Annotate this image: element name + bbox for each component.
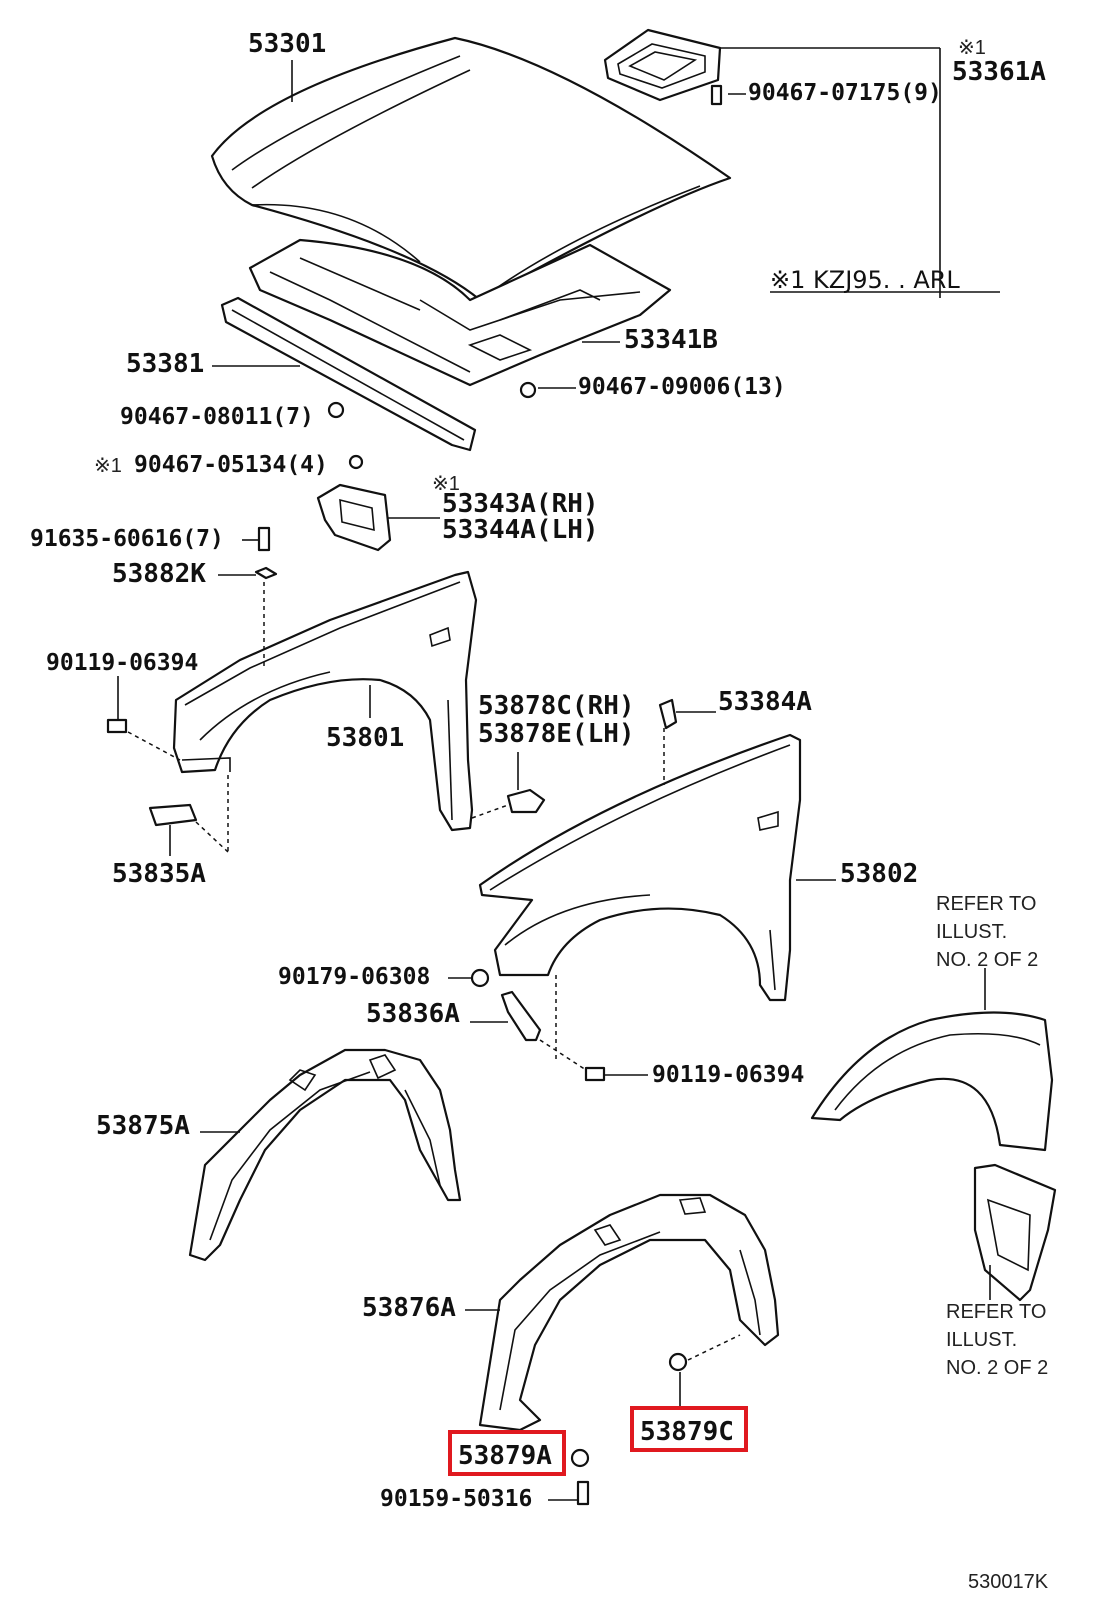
fender-liner-53875a-part[interactable]: [188, 1048, 462, 1262]
screw-icon: [576, 1480, 590, 1506]
highlight-box-53879c: [630, 1406, 748, 1452]
dashed-assembly-lines: [127, 582, 741, 1361]
document-code: 530017K: [968, 1571, 1049, 1593]
label-53801: 53801: [326, 723, 404, 753]
label-53343a-star: ※1: [432, 473, 460, 495]
label-53361a: 53361A: [952, 57, 1046, 87]
refer-top-line3: NO. 2 OF 2: [936, 949, 1038, 971]
label-53836a: 53836A: [366, 999, 460, 1029]
label-53361a-star: ※1: [958, 37, 986, 59]
hood-seal-part[interactable]: [220, 296, 477, 452]
label-90467-09006: 90467-09006(13): [578, 374, 786, 400]
clip-icon: [668, 1352, 688, 1372]
fender-clip-53384a-part[interactable]: [658, 698, 678, 730]
label-53879a[interactable]: 53879A: [458, 1441, 552, 1471]
fender-bracket-53836a-part[interactable]: [500, 990, 542, 1042]
label-53301: 53301: [248, 29, 326, 59]
label-90467-05134: 90467-05134(4): [134, 452, 328, 478]
refer-bottom-line3: NO. 2 OF 2: [946, 1357, 1048, 1379]
label-91635-60616: 91635-60616(7): [30, 526, 224, 552]
highlight-box-53879a: [448, 1430, 566, 1476]
label-53835a: 53835A: [112, 859, 206, 889]
label-53343a: 53343A(RH): [442, 489, 599, 519]
label-90159-50316: 90159-50316: [380, 1486, 532, 1512]
hood-scoop-part[interactable]: [603, 28, 722, 102]
label-90467-07175: 90467-07175(9): [748, 80, 942, 106]
refer-top-line2: ILLUST.: [936, 921, 1007, 943]
fastener-icons: [106, 84, 723, 1506]
front-fender-lh-part[interactable]: [172, 570, 478, 832]
label-53882k: 53882K: [112, 559, 206, 589]
nut-icon: [470, 968, 490, 988]
fender-clip-53878c-part[interactable]: [506, 788, 546, 814]
label-53876a: 53876A: [362, 1293, 456, 1323]
label-53344a: 53344A(LH): [442, 515, 599, 545]
label-53384a: 53384A: [718, 687, 812, 717]
hood-hinge-bracket-part[interactable]: [316, 483, 392, 552]
label-90467-05134-star: ※1: [94, 455, 122, 477]
star-note: ※1 KZJ95. . ARL: [770, 266, 960, 294]
mudflap-part[interactable]: [973, 1163, 1057, 1302]
label-53878e: 53878E(LH): [478, 719, 635, 749]
clip-icon: [327, 401, 345, 419]
label-53878c: 53878C(RH): [478, 691, 635, 721]
clip-icon: [348, 454, 364, 470]
label-53879c[interactable]: 53879C: [640, 1417, 734, 1447]
bolt-icon: [106, 718, 128, 734]
label-90179-06308: 90179-06308: [278, 964, 430, 990]
washer-icon: [254, 566, 278, 580]
label-90467-08011: 90467-08011(7): [120, 404, 314, 430]
clip-icon: [519, 381, 537, 399]
label-90119-06394-b: 90119-06394: [652, 1062, 804, 1088]
clip-icon: [570, 1448, 590, 1468]
fender-bracket-53835a-part[interactable]: [148, 803, 198, 827]
leader-lines: [117, 47, 1000, 1501]
label-90119-06394-a: 90119-06394: [46, 650, 198, 676]
label-53341b: 53341B: [624, 325, 718, 355]
refer-top-line1: REFER TO: [936, 893, 1036, 915]
screw-icon: [710, 84, 723, 106]
refer-bottom-line2: ILLUST.: [946, 1329, 1017, 1351]
screw-icon: [257, 526, 271, 552]
label-53802: 53802: [840, 859, 918, 889]
label-53875a: 53875A: [96, 1111, 190, 1141]
label-53381: 53381: [126, 349, 204, 379]
front-fender-rh-part[interactable]: [478, 733, 802, 1002]
bolt-icon: [584, 1066, 606, 1082]
refer-bottom-line1: REFER TO: [946, 1301, 1046, 1323]
fender-liner-53876a-part[interactable]: [478, 1193, 780, 1432]
fender-flare-part[interactable]: [810, 1011, 1054, 1152]
hood-insulator-part[interactable]: [248, 238, 672, 387]
